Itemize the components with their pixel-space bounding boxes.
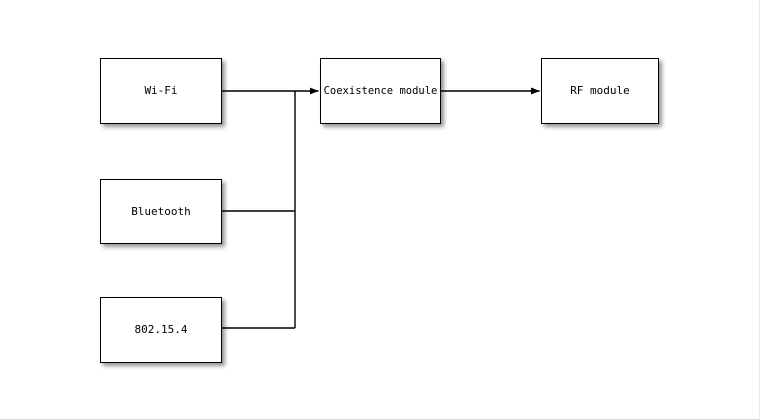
node-wifi[interactable]: Wi-Fi (100, 58, 222, 124)
node-rf-module[interactable]: RF module (541, 58, 659, 124)
node-bluetooth[interactable]: Bluetooth (100, 179, 222, 244)
node-coexistence-module-label: Coexistence module (323, 85, 438, 97)
node-802154[interactable]: 802.15.4 (100, 297, 222, 363)
node-coexistence-module[interactable]: Coexistence module (320, 58, 441, 124)
node-802154-label: 802.15.4 (134, 323, 188, 336)
node-rf-module-label: RF module (570, 84, 630, 97)
node-wifi-label: Wi-Fi (144, 84, 178, 97)
node-bluetooth-label: Bluetooth (131, 204, 191, 218)
